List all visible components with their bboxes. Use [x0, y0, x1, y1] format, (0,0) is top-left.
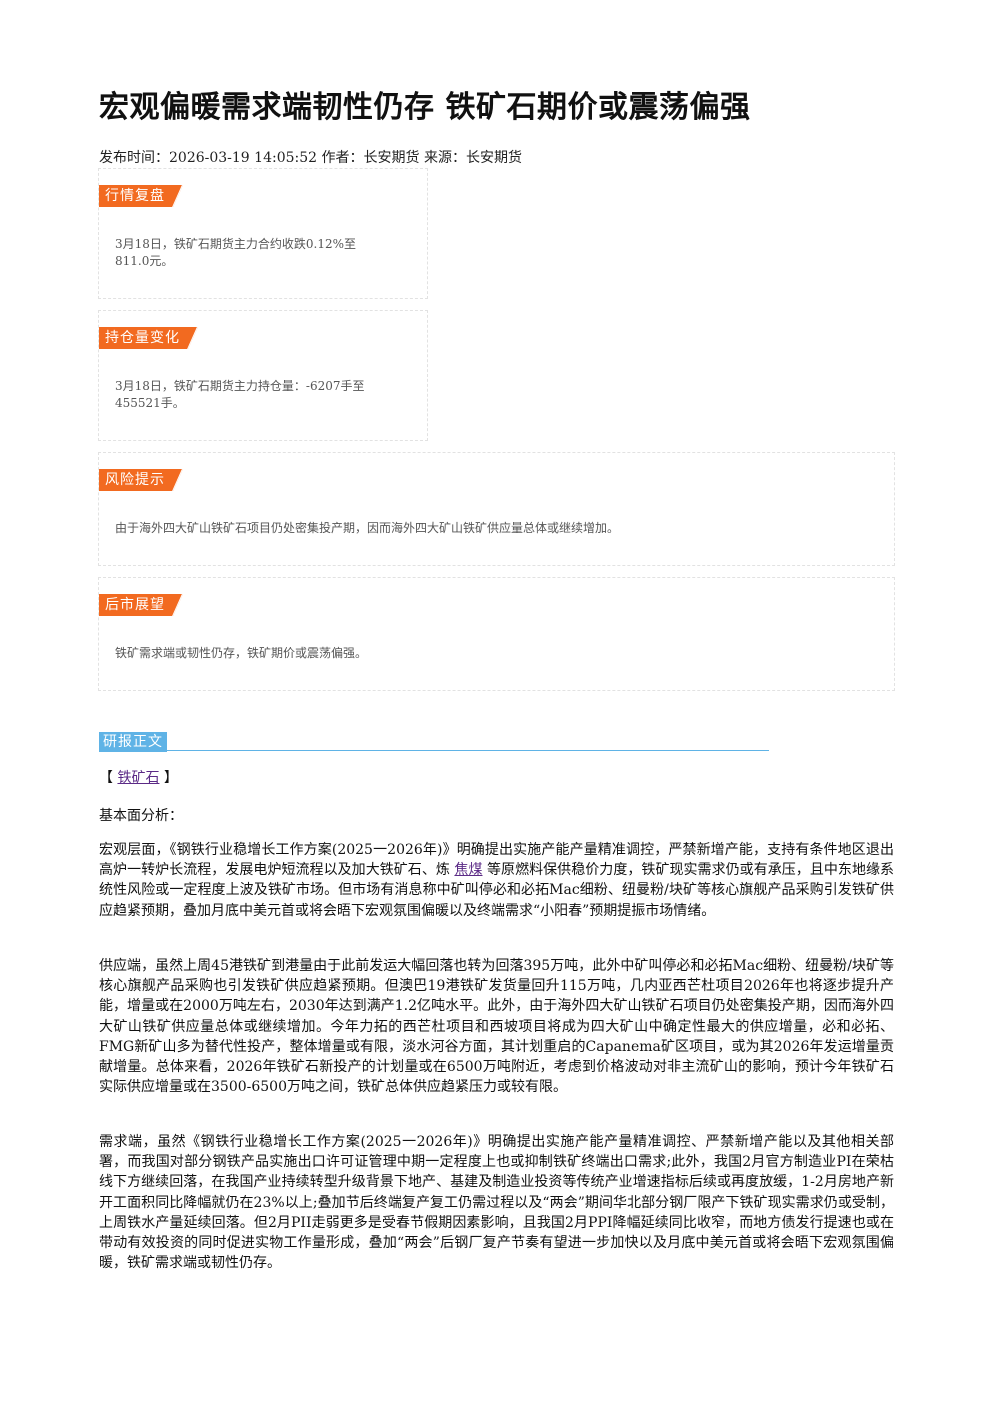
macro-paragraph: 宏观层面，《钢铁行业稳增长工作方案(2025一2026年)》明确提出实施产能产量… — [99, 842, 895, 919]
position-change-card: 持仓量变化 3月18日，铁矿石期货主力持仓量：-6207手至 455521手。 — [98, 310, 428, 441]
publish-meta: 发布时间：2026-03-19 14:05:52 作者：长安期货 来源：长安期货 — [99, 150, 522, 166]
position-change-tag: 持仓量变化 — [99, 327, 198, 349]
report-divider — [99, 750, 769, 751]
risk-warning-card: 风险提示 由于海外四大矿山铁矿石项目仍处密集投产期，因而海外四大矿山铁矿供应量总… — [98, 452, 895, 566]
market-review-card: 行情复盘 3月18日，铁矿石期货主力合约收跌0.12%至 811.0元。 — [98, 168, 428, 299]
market-review-text: 3月18日，铁矿石期货主力合约收跌0.12%至 811.0元。 — [115, 237, 357, 268]
demand-paragraph: 需求端，虽然《钢铁行业稳增长工作方案(2025一2026年)》明确提出实施产能产… — [99, 1134, 894, 1272]
fundamental-subtitle: 基本面分析： — [99, 808, 183, 824]
outlook-card: 后市展望 铁矿需求端或韧性仍存，铁矿期价或震荡偏强。 — [98, 577, 895, 691]
outlook-text: 铁矿需求端或韧性仍存，铁矿期价或震荡偏强。 — [115, 646, 368, 660]
report-body-tag: 研报正文 — [99, 732, 167, 752]
position-change-text: 3月18日，铁矿石期货主力持仓量：-6207手至 455521手。 — [115, 379, 365, 410]
risk-warning-tag: 风险提示 — [99, 469, 183, 491]
market-review-tag: 行情复盘 — [99, 185, 183, 207]
iron-ore-link[interactable]: 铁矿石 — [117, 770, 160, 786]
coking-coal-link[interactable]: 焦煤 — [454, 862, 483, 879]
outlook-tag: 后市展望 — [99, 594, 183, 616]
supply-paragraph: 供应端，虽然上周45港铁矿到港量由于此前发运大幅回落也转为回落395万吨，此外中… — [99, 958, 894, 1096]
category-crumb: 【 铁矿石 】 — [99, 770, 178, 786]
risk-warning-text: 由于海外四大矿山铁矿石项目仍处密集投产期，因而海外四大矿山铁矿供应量总体或继续增… — [115, 521, 620, 535]
page-title: 宏观偏暖需求端韧性仍存 铁矿石期价或震荡偏强 — [99, 90, 751, 125]
